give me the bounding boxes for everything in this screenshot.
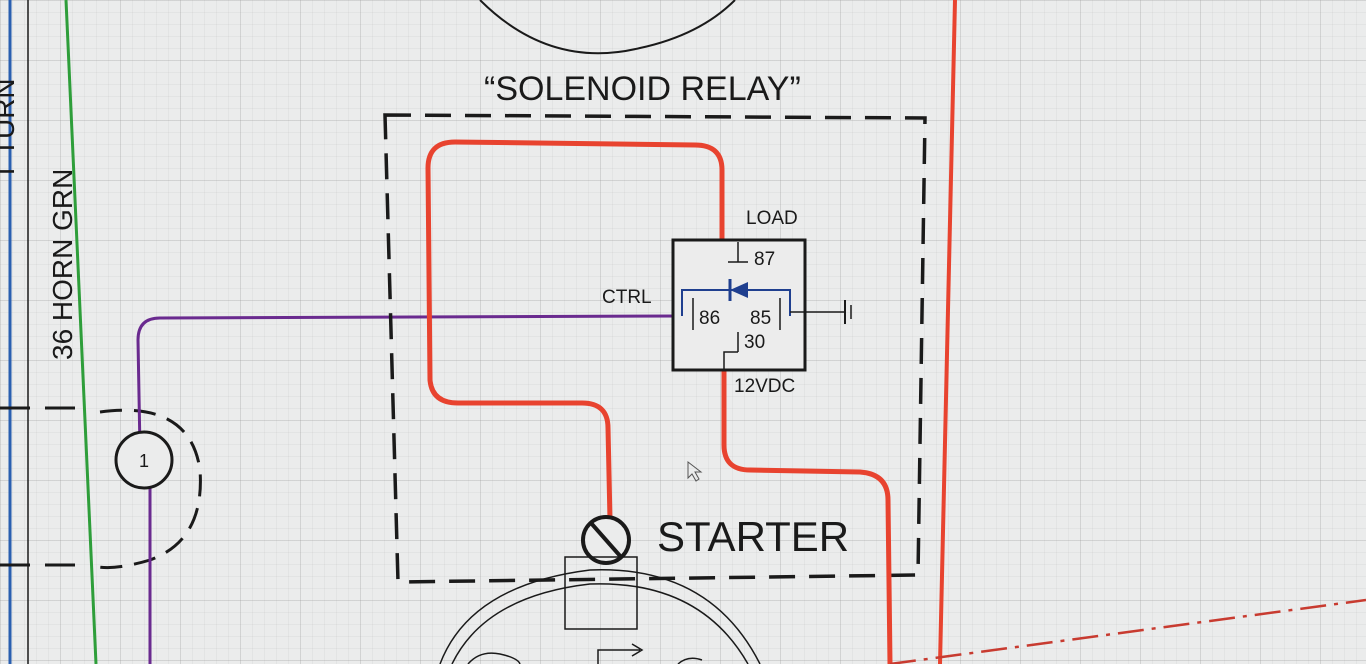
top-component-circle <box>479 0 736 55</box>
starter-switch-slash <box>589 521 623 559</box>
right-power-wire <box>938 0 957 664</box>
starter-motor-outline <box>439 569 761 664</box>
mouse-cursor-icon <box>687 460 703 482</box>
connector-1-number: 1 <box>139 451 149 471</box>
relay-pin-85: 85 <box>750 308 771 329</box>
pin30-contact <box>723 332 739 370</box>
control-wire <box>136 314 681 664</box>
starter-gear-detail <box>677 657 703 664</box>
horn-green-wire <box>64 0 98 664</box>
wire-label-horn: 36 HORN GRN <box>47 169 78 360</box>
relay-dashed-boundary <box>383 113 927 584</box>
relay-pin-87: 87 <box>754 249 775 270</box>
relay-pin-86: 86 <box>699 308 720 329</box>
relay-ctrl-label: CTRL <box>602 287 652 308</box>
diagram-title: “SOLENOID RELAY” <box>484 70 801 108</box>
starter-gear-detail <box>467 652 521 664</box>
connector-1-circle[interactable] <box>114 430 174 490</box>
wire-label-partial: T TURN <box>0 78 20 180</box>
dash-dot-line <box>889 598 1366 664</box>
relay-supply-label: 12VDC <box>734 376 795 397</box>
starter-terminal-box <box>564 556 638 630</box>
relay-load-label: LOAD <box>746 208 798 229</box>
power-wire-load <box>425 139 725 521</box>
power-wire-supply <box>721 370 893 664</box>
starter-arrow-icon <box>597 643 644 664</box>
relay-pin-30: 30 <box>744 332 765 353</box>
starter-label: STARTER <box>657 513 849 560</box>
diode-icon <box>730 282 748 298</box>
starter-motor-outline-inner <box>451 583 749 664</box>
